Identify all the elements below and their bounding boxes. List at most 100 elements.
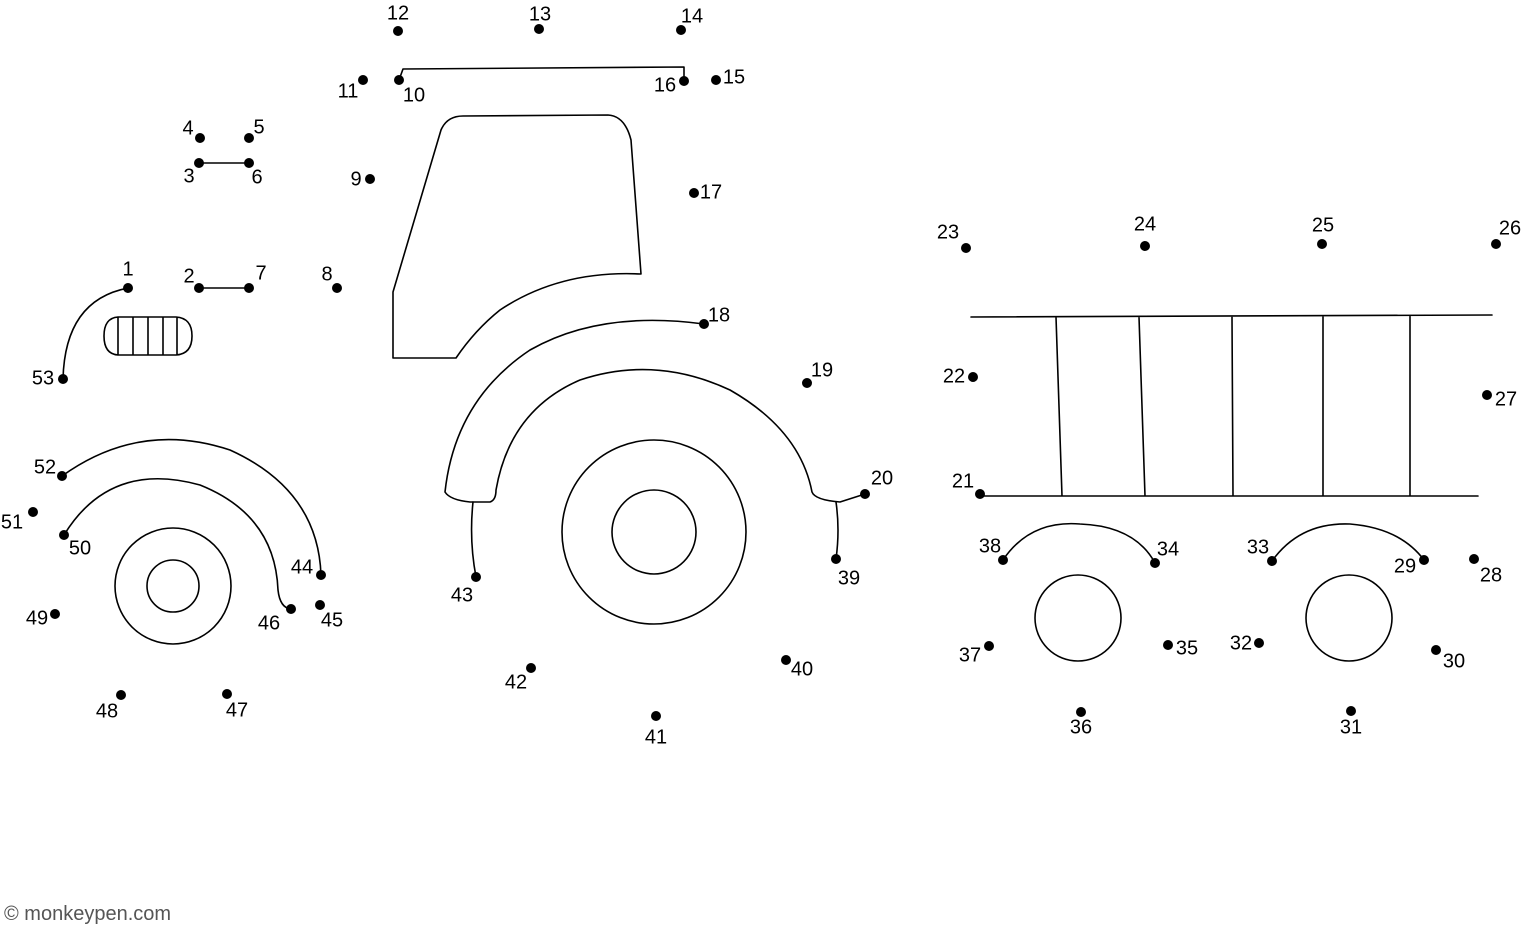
dot-48: 48: [96, 690, 126, 722]
dot-number: 10: [403, 84, 425, 106]
dot-marker: [50, 609, 60, 619]
dot-25: 25: [1312, 214, 1334, 249]
dot-marker: [860, 489, 870, 499]
dot-marker: [394, 75, 404, 85]
dot-19: 19: [802, 359, 833, 388]
dot-marker: [195, 133, 205, 143]
dot-39: 39: [831, 554, 860, 589]
dot-43: 43: [451, 572, 481, 606]
dot-marker: [968, 372, 978, 382]
dot-marker: [534, 24, 544, 34]
dot-number: 53: [32, 367, 54, 389]
dot-marker: [123, 283, 133, 293]
dot-marker: [1491, 239, 1501, 249]
dot-number: 20: [871, 467, 893, 489]
dot-number: 27: [1495, 388, 1517, 410]
dot-26: 26: [1491, 217, 1521, 249]
dot-34: 34: [1150, 538, 1179, 568]
dot-marker: [28, 507, 38, 517]
dot-marker: [244, 158, 254, 168]
front-fender-inner: [63, 478, 292, 610]
dot-marker: [1431, 645, 1441, 655]
dot-marker: [286, 604, 296, 614]
dot-number: 2: [183, 265, 194, 287]
dot-9: 9: [350, 168, 375, 190]
dot-8: 8: [321, 263, 342, 293]
dot-marker: [1346, 706, 1356, 716]
dot-marker: [679, 76, 689, 86]
dot-42: 42: [505, 663, 536, 693]
dot-marker: [316, 570, 326, 580]
dot-marker: [651, 711, 661, 721]
dot-marker: [1317, 239, 1327, 249]
dot-13: 13: [529, 3, 551, 34]
dot-number: 5: [253, 116, 264, 138]
dot-15: 15: [711, 66, 745, 88]
dot-number: 14: [681, 5, 703, 27]
dot-number: 46: [258, 612, 280, 634]
pre-drawn-outlines: [61, 66, 1493, 662]
front-wheel: [114, 527, 232, 645]
dot-marker: [1150, 558, 1160, 568]
dot-marker: [59, 530, 69, 540]
trailer-box: [970, 314, 1493, 497]
dot-marker: [1419, 555, 1429, 565]
dot-20: 20: [860, 467, 893, 499]
dot-marker: [244, 283, 254, 293]
dot-number: 37: [959, 644, 981, 666]
dot-number: 29: [1394, 555, 1416, 577]
dot-number: 25: [1312, 214, 1334, 236]
dot-number: 28: [1480, 564, 1502, 586]
dot-41: 41: [645, 711, 667, 748]
dot-marker: [676, 25, 686, 35]
dot-number: 52: [34, 456, 56, 478]
dot-number: 16: [654, 74, 676, 96]
dot-number: 47: [226, 699, 248, 721]
dot-number: 38: [979, 535, 1001, 557]
dot-marker: [1140, 241, 1150, 251]
dot-47: 47: [222, 689, 248, 721]
dot-33: 33: [1247, 536, 1277, 566]
dot-number: 15: [723, 66, 745, 88]
dot-number: 48: [96, 700, 118, 722]
dot-number: 7: [255, 262, 266, 284]
dot-marker: [57, 471, 67, 481]
cab-window: [392, 114, 642, 359]
dot-number: 31: [1340, 716, 1362, 738]
dot-11: 11: [338, 75, 368, 102]
dot-number: 17: [700, 181, 722, 203]
dot-number: 49: [26, 607, 48, 629]
dot-10: 10: [394, 75, 425, 106]
dot-46: 46: [258, 604, 296, 634]
dot-marker: [998, 555, 1008, 565]
dot-21: 21: [952, 470, 985, 499]
dot-marker: [332, 283, 342, 293]
dot-number: 21: [952, 470, 974, 492]
dot-16: 16: [654, 74, 689, 96]
dot-marker: [831, 554, 841, 564]
roof-line: [398, 66, 685, 82]
dot-number: 44: [291, 556, 313, 578]
dot-number: 39: [838, 567, 860, 589]
dot-22: 22: [943, 365, 978, 387]
dot-number: 26: [1499, 217, 1521, 239]
dot-marker: [984, 641, 994, 651]
dot-30: 30: [1431, 645, 1465, 672]
headlight-grille: [103, 316, 193, 356]
dot-45: 45: [315, 600, 343, 631]
dot-marker: [194, 158, 204, 168]
dot-number: 45: [321, 609, 343, 631]
dot-number: 32: [1230, 632, 1252, 654]
dot-marker: [244, 133, 254, 143]
front-hub: [146, 559, 200, 613]
dot-number: 13: [529, 3, 551, 25]
dot-number: 19: [811, 359, 833, 381]
dot-marker: [526, 663, 536, 673]
dot-40: 40: [781, 655, 813, 680]
dot-51: 51: [1, 507, 38, 533]
dot-marker: [961, 243, 971, 253]
dot-number: 12: [387, 2, 409, 24]
dot-24: 24: [1134, 213, 1156, 251]
